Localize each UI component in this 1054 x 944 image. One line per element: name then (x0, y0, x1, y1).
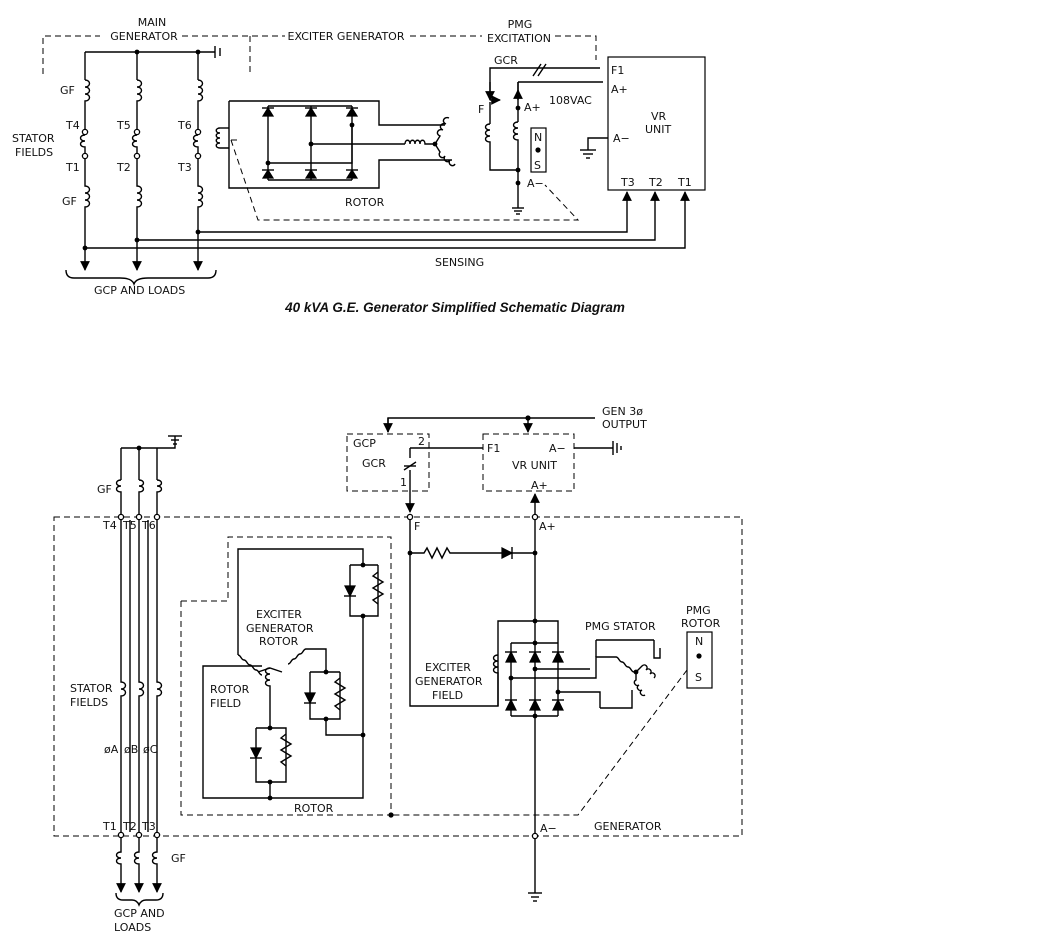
top-schematic: MAIN GENERATOR EXCITER GENERATOR PMG EXC… (12, 16, 706, 297)
excitation-label: EXCITATION (487, 32, 551, 45)
rotor-field-label-2: FIELD (210, 697, 241, 710)
terminal-t3-bottom: T3 (141, 820, 156, 833)
stator-fields-label-2: FIELDS (15, 146, 53, 159)
phase-c-label: øC (143, 743, 158, 756)
gcp-loads-label-bottom-2: LOADS (114, 921, 151, 934)
stator-fields-label: STATOR (12, 132, 55, 145)
terminal-t3: T3 (177, 161, 192, 174)
sensing-label: SENSING (435, 256, 484, 269)
gcr-label-bottom: GCR (362, 457, 386, 470)
f-label-bottom: F (414, 520, 420, 533)
exciter-rotor-label-3: ROTOR (259, 635, 299, 648)
phase-a-label: øA (104, 743, 119, 756)
vr-unit-bottom (482, 433, 575, 492)
generator-label: GENERATOR (594, 820, 662, 833)
f1-label-top: F1 (611, 64, 624, 77)
a-plus-label-vr: A+ (531, 479, 548, 492)
terminal-t4-bottom: T4 (102, 519, 117, 532)
stator-fields-label-bottom-2: FIELDS (70, 696, 108, 709)
exciter-rotor-label-2: GENERATOR (246, 622, 314, 635)
gcp-box (346, 433, 430, 492)
s-label-bottom: S (695, 671, 702, 684)
terminal-t5: T5 (116, 119, 131, 132)
gcr-label-top: GCR (494, 54, 518, 67)
pmg-rotor-label-2: ROTOR (681, 617, 721, 630)
exciter-rotor-label-1: EXCITER (256, 608, 302, 621)
terminal-t6: T6 (177, 119, 192, 132)
pmg-magnet-bottom (686, 631, 713, 689)
phase-b-label: øB (124, 743, 138, 756)
a-plus-label-bottom: A+ (539, 520, 556, 533)
gen-output-label-1: GEN 3ø (602, 405, 643, 418)
a-plus-vr-label-top: A+ (611, 83, 628, 96)
vac-label: 108VAC (549, 94, 592, 107)
exciter-field-label-2: GENERATOR (415, 675, 483, 688)
exciter-generator-label: EXCITER GENERATOR (288, 30, 405, 43)
terminal-t2-bottom: T2 (122, 820, 137, 833)
vr-label-top: VR (651, 110, 667, 123)
main-generator-label: MAIN (138, 16, 167, 29)
unit-label-top: UNIT (645, 123, 672, 136)
a-minus-label-top: A− (527, 177, 544, 190)
a-minus-vr-label-top: A− (613, 132, 630, 145)
node-1-label: 1 (400, 476, 407, 489)
rotor-label-bottom: ROTOR (294, 802, 334, 815)
stator-fields-label-bottom: STATOR (70, 682, 113, 695)
rotor-label-top: ROTOR (345, 196, 385, 209)
gcp-loads-label-top: GCP AND LOADS (94, 284, 185, 297)
gf-label-top-2: GF (62, 195, 77, 208)
terminal-t4: T4 (65, 119, 80, 132)
node-2-label: 2 (418, 435, 425, 448)
diagram-caption: 40 kVA G.E. Generator Simplified Schemat… (284, 300, 625, 315)
vr-unit-top (607, 56, 706, 191)
terminal-t1: T1 (65, 161, 80, 174)
gen-output-label-2: OUTPUT (602, 418, 647, 431)
generator-boundary (53, 516, 743, 837)
a-minus-label-gen: A− (540, 822, 557, 835)
f1-label-bottom: F1 (487, 442, 500, 455)
main-generator-label-2: GENERATOR (110, 30, 178, 43)
gf-label-bottom: GF (97, 483, 112, 496)
vr-unit-label-bottom: VR UNIT (512, 459, 557, 472)
terminal-t2: T2 (116, 161, 131, 174)
s-label-top: S (534, 159, 541, 172)
gcp-label: GCP (353, 437, 376, 450)
pmg-rotor-label-1: PMG (686, 604, 711, 617)
vr-t3-label: T3 (620, 176, 635, 189)
pmg-stator-label: PMG STATOR (585, 620, 656, 633)
vr-t2-label: T2 (648, 176, 663, 189)
terminal-t1-bottom: T1 (102, 820, 117, 833)
rotor-field-label-1: ROTOR (210, 683, 250, 696)
vr-t1-label: T1 (677, 176, 692, 189)
pmg-rectifier-diodes (505, 650, 564, 711)
gf-label-top: GF (60, 84, 75, 97)
rectifier-diodes-top (261, 106, 359, 179)
gcp-loads-label-bottom: GCP AND (114, 907, 165, 920)
exciter-field-label-1: EXCITER (425, 661, 471, 674)
bottom-schematic: GENERATOR GF T4 T5 T6 STATOR FIELDS øA ø… (53, 405, 743, 934)
gf-label-bottom-2: GF (171, 852, 186, 865)
exciter-field-label-3: FIELD (432, 689, 463, 702)
n-label-top: N (534, 131, 542, 144)
pmg-label: PMG (508, 18, 533, 31)
a-minus-label-bottom: A− (549, 442, 566, 455)
a-plus-label-top: A+ (524, 101, 541, 114)
f-label-top: F (478, 103, 484, 116)
n-label-bottom: N (695, 635, 703, 648)
